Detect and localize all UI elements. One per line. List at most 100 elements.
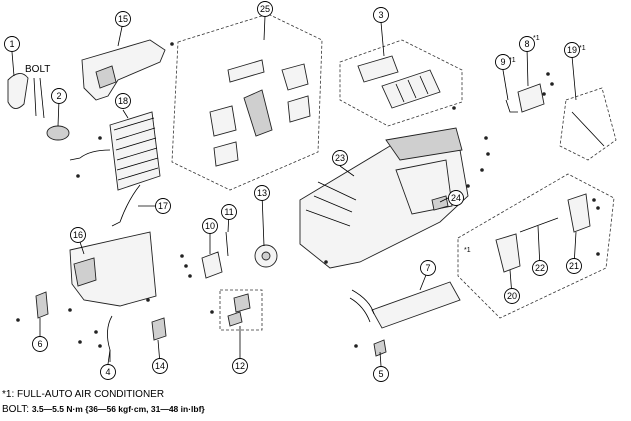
part-23-upper bbox=[385, 127, 463, 161]
callout-4: 4 bbox=[100, 364, 116, 380]
group-outline-12 bbox=[219, 289, 263, 331]
callout-24: 24 bbox=[448, 190, 464, 206]
callout-15: 15 bbox=[115, 11, 131, 27]
evaporator-fins bbox=[113, 117, 159, 181]
part-17-sensor bbox=[111, 184, 141, 227]
part-25-damper-c bbox=[209, 105, 237, 137]
part-15-duct bbox=[81, 39, 166, 101]
svg-text:10: 10 bbox=[205, 221, 215, 231]
part-13-hub bbox=[261, 251, 271, 261]
callout-3: 3 bbox=[373, 7, 389, 23]
callout-14: 14 bbox=[152, 358, 168, 374]
part-20-duct bbox=[495, 233, 521, 273]
callout-5: 5 bbox=[373, 366, 389, 382]
callout-2: 2 bbox=[51, 88, 67, 104]
bolt-prefix: BOLT: bbox=[2, 404, 32, 415]
filter-slots bbox=[395, 75, 429, 103]
svg-text:3: 3 bbox=[378, 10, 383, 20]
callout-17: 17 bbox=[155, 198, 171, 214]
callout-8: 8 bbox=[519, 36, 535, 52]
svg-text:19: 19 bbox=[567, 45, 577, 55]
svg-text:5: 5 bbox=[378, 369, 383, 379]
part-18-evaporator bbox=[109, 111, 161, 191]
svg-text:23: 23 bbox=[335, 153, 345, 163]
group-outline-20-22 bbox=[457, 173, 615, 319]
part-5-clamp bbox=[373, 339, 387, 357]
callout-13: 13 bbox=[254, 185, 270, 201]
callout-7: 7 bbox=[420, 260, 436, 276]
part-7-pipes bbox=[349, 289, 375, 323]
part-11-pin bbox=[225, 231, 229, 257]
part-15-detail bbox=[95, 65, 117, 89]
svg-text:18: 18 bbox=[118, 96, 128, 106]
full-auto-note: *1: FULL-AUTO AIR CONDITIONER bbox=[2, 389, 165, 400]
case-ribs bbox=[305, 181, 357, 227]
bolt-label: BOLT bbox=[25, 64, 50, 75]
part-22-rod bbox=[519, 217, 559, 233]
svg-text:20: 20 bbox=[507, 291, 517, 301]
callout-23: 23 bbox=[332, 150, 348, 166]
part-21-duct bbox=[567, 193, 591, 233]
part-7-heater-core bbox=[371, 281, 461, 329]
svg-text:12: 12 bbox=[235, 361, 245, 371]
svg-text:4: 4 bbox=[105, 367, 110, 377]
footnotes: *1: FULL-AUTO AIR CONDITIONER BOLT: 3.5—… bbox=[2, 388, 205, 417]
part-25-link bbox=[243, 89, 273, 137]
callout-21: 21 bbox=[566, 258, 582, 274]
part-24-clip bbox=[431, 195, 449, 211]
group-outline-19 bbox=[559, 87, 617, 161]
part-1-cover bbox=[7, 73, 29, 109]
callout-25: 25 bbox=[257, 1, 273, 17]
callout-10: 10 bbox=[202, 218, 218, 234]
bolt-torque-value: 3.5—5.5 N·m {36—56 kgf·cm, 31—48 in·lbf} bbox=[31, 404, 205, 414]
svg-text:13: 13 bbox=[257, 188, 267, 198]
svg-text:21: 21 bbox=[569, 261, 579, 271]
part-8-servo bbox=[517, 83, 545, 113]
svg-text:17: 17 bbox=[158, 201, 168, 211]
callout-6: 6 bbox=[32, 336, 48, 352]
callout-11: 11 bbox=[221, 204, 237, 220]
part-2-grommet bbox=[46, 125, 70, 141]
callout-18: 18 bbox=[115, 93, 131, 109]
part-25-damper-b bbox=[281, 63, 309, 91]
callout-12: 12 bbox=[232, 358, 248, 374]
part-9-link bbox=[505, 99, 518, 113]
callout-16: 16 bbox=[70, 227, 86, 243]
callout-9: 9 bbox=[495, 54, 511, 70]
part-12-connector-a bbox=[233, 293, 251, 313]
callout-19: 19 bbox=[564, 42, 580, 58]
part-6-bracket bbox=[35, 291, 49, 319]
callout-20: 20 bbox=[504, 288, 520, 304]
svg-text:24: 24 bbox=[451, 193, 461, 203]
asterisk-20-22: *1 bbox=[464, 247, 471, 254]
bolt-leaders bbox=[33, 77, 45, 119]
svg-text:25: 25 bbox=[260, 4, 270, 14]
svg-text:6: 6 bbox=[37, 339, 42, 349]
part-25-damper-e bbox=[213, 141, 239, 167]
asterisk-9: *1 bbox=[509, 57, 516, 64]
group-outline-3 bbox=[339, 39, 463, 127]
part-25-damper-a bbox=[227, 59, 265, 83]
part-16-detail bbox=[73, 257, 97, 287]
svg-text:8: 8 bbox=[524, 39, 529, 49]
part-3-frame bbox=[357, 55, 399, 83]
bolt-marks bbox=[16, 42, 600, 348]
svg-text:9: 9 bbox=[500, 57, 505, 67]
leader-lines bbox=[11, 15, 577, 367]
asterisk-8: *1 bbox=[533, 35, 540, 42]
svg-text:7: 7 bbox=[425, 263, 430, 273]
part-10-actuator bbox=[201, 251, 223, 279]
part-12-connector-b bbox=[227, 311, 243, 327]
callout-1: 1 bbox=[4, 36, 20, 52]
evaporator-pipe bbox=[69, 149, 111, 161]
part-25-damper-d bbox=[287, 95, 311, 123]
part-4-wire bbox=[107, 315, 113, 362]
svg-text:2: 2 bbox=[56, 91, 61, 101]
part-19-rod bbox=[571, 111, 605, 147]
svg-text:1: 1 bbox=[9, 39, 14, 49]
bolt-torque-note: BOLT: 3.5—5.5 N·m {36—56 kgf·cm, 31—48 i… bbox=[2, 402, 205, 417]
svg-text:15: 15 bbox=[118, 14, 128, 24]
group-outline-25 bbox=[171, 13, 323, 191]
part-16-duct bbox=[69, 231, 157, 307]
